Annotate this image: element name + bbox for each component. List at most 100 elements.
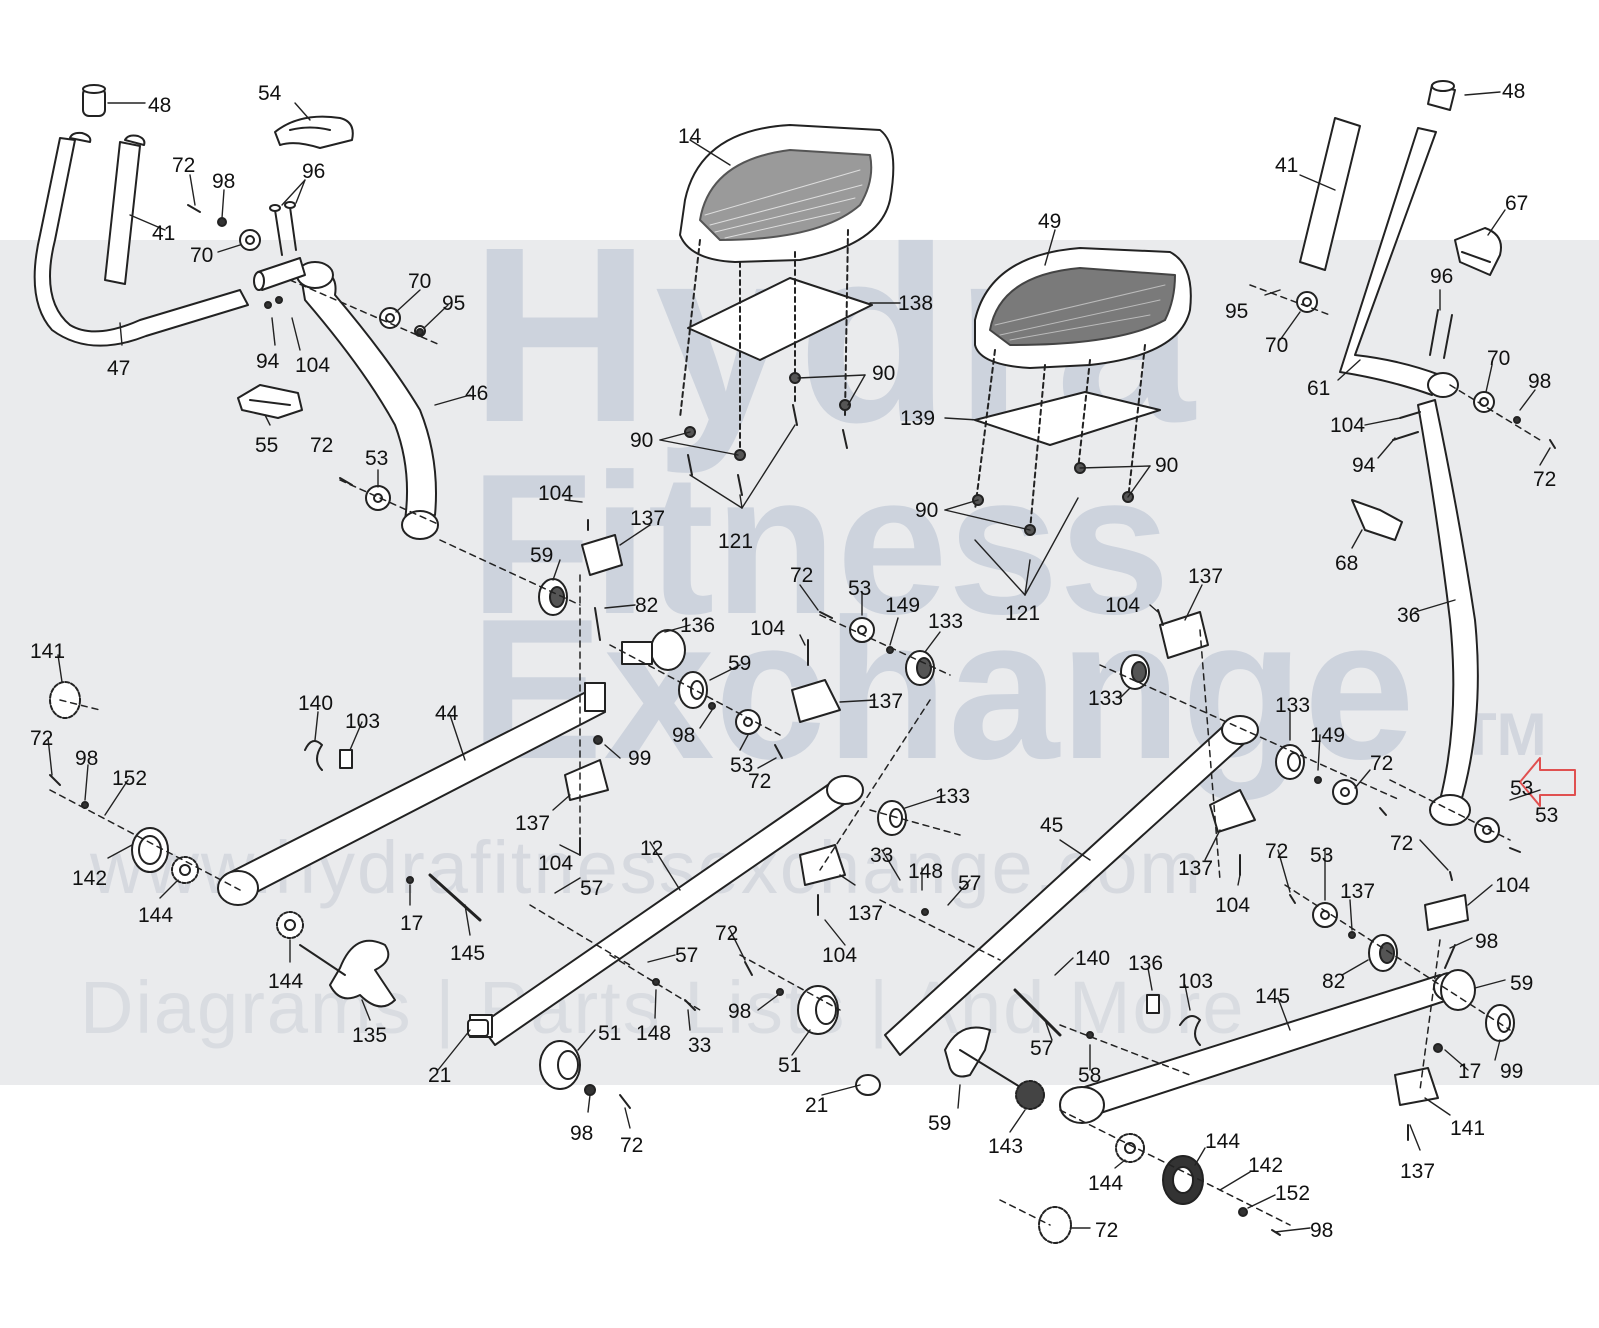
roller-133-c [1120,654,1150,690]
part-label: 70 [1487,347,1510,370]
left-pedal-pad-138 [687,277,873,361]
part-label: 59 [1510,972,1533,995]
part-label: 14 [678,125,702,148]
part-label: 104 [1330,414,1365,437]
part-label: 51 [598,1022,621,1045]
part-label: 104 [538,482,573,505]
left-handlebar-47 [33,137,249,347]
part-label: 72 [715,922,738,945]
part-label: 72 [1265,840,1288,863]
part-label: 137 [868,690,903,713]
left-bolt-96 [269,201,297,256]
right-end-cap-48 [1427,80,1456,111]
part-label: 133 [1275,694,1310,717]
part-label: 53 [848,577,871,600]
wheel-51-a [539,1040,581,1090]
right-cover-68 [1351,499,1403,541]
right-grip-41 [1299,117,1361,271]
part-label: 54 [258,82,282,105]
part-label: 142 [72,867,107,890]
part-label: 145 [450,942,485,965]
hub-141-right [1038,1206,1072,1244]
part-label: 98 [728,1000,751,1023]
pin-103-right [1146,994,1160,1014]
part-label: 139 [900,407,935,430]
bracket-137-b [791,679,841,723]
part-label: 104 [822,944,857,967]
part-label: 72 [1370,752,1393,775]
roller-133-b [877,800,907,836]
part-label: 137 [848,902,883,925]
part-label: 98 [570,1122,593,1145]
part-label: 99 [628,747,651,770]
part-label: 58 [1078,1064,1101,1087]
left-upper-arm-46 [296,261,439,540]
bracket-137-c [564,759,609,801]
part-label: 72 [1095,1219,1118,1242]
part-label: 61 [1307,377,1330,400]
roller-133-d [1275,744,1305,780]
part-label: 138 [898,292,933,315]
right-washer-53-lower [1474,817,1500,843]
part-label: 133 [935,785,970,808]
left-cover-54 [274,115,354,149]
foot-21-left [467,1019,489,1037]
washer-53-right-b [1312,902,1338,928]
part-label: 21 [805,1094,828,1117]
part-label: 121 [1005,602,1040,625]
part-labels: 48 54 72 98 96 41 70 70 95 94 104 47 46 … [30,80,1558,1242]
part-label: 41 [1275,154,1298,177]
right-bushing-70-b [1473,391,1495,413]
part-label: 72 [172,154,195,177]
part-label: 17 [400,912,423,935]
part-label: 72 [30,727,53,750]
part-label: 17 [1458,1060,1481,1083]
part-label: 53 [365,447,388,470]
part-label: 137 [630,507,665,530]
clamp-136-b [1440,969,1476,1011]
part-label: 96 [1430,265,1453,288]
bracket-137-a [581,534,623,576]
part-label: 68 [1335,552,1358,575]
left-washer-53 [365,485,391,511]
part-label: 98 [672,724,695,747]
part-label: 98 [212,170,235,193]
part-label: 137 [1400,1160,1435,1183]
part-label: 103 [1178,970,1213,993]
pin-103-left [339,749,353,769]
right-pedal-pad-139 [974,391,1161,446]
spring-140-left [304,740,323,771]
part-label: 90 [915,499,938,522]
part-label: 140 [298,692,333,715]
hub-142-left [131,827,169,873]
left-end-cap-48 [82,84,106,117]
bracket-137-f [1209,789,1256,833]
part-label: 49 [1038,210,1061,233]
part-label: 142 [1248,1154,1283,1177]
right-upper-arm-61 [1339,127,1459,398]
gear-144-right-b [1115,1133,1145,1163]
part-label: 104 [538,852,573,875]
part-label: 152 [112,767,147,790]
part-label: 72 [310,434,333,457]
small-fasteners [81,217,1521,1217]
axle-145-right [1013,988,1062,1037]
right-cover-67 [1454,227,1502,276]
part-label: 41 [152,222,175,245]
part-label: 133 [1088,687,1123,710]
bracket-137-h [1394,1067,1439,1106]
bracket-137-g [1424,894,1469,931]
part-label: 36 [1397,604,1420,627]
part-label: 143 [988,1135,1023,1158]
part-label: 33 [870,844,893,867]
part-label: 144 [1205,1130,1240,1153]
part-label: 149 [1310,724,1345,747]
small-screws [49,204,1556,1236]
part-label: 45 [1040,814,1063,837]
part-label: 98 [1528,370,1551,393]
alignment-lines [49,279,1541,1226]
part-label: 57 [1030,1037,1053,1060]
part-label: 70 [408,270,431,293]
part-label: 137 [1188,565,1223,588]
part-label: 33 [688,1034,711,1057]
